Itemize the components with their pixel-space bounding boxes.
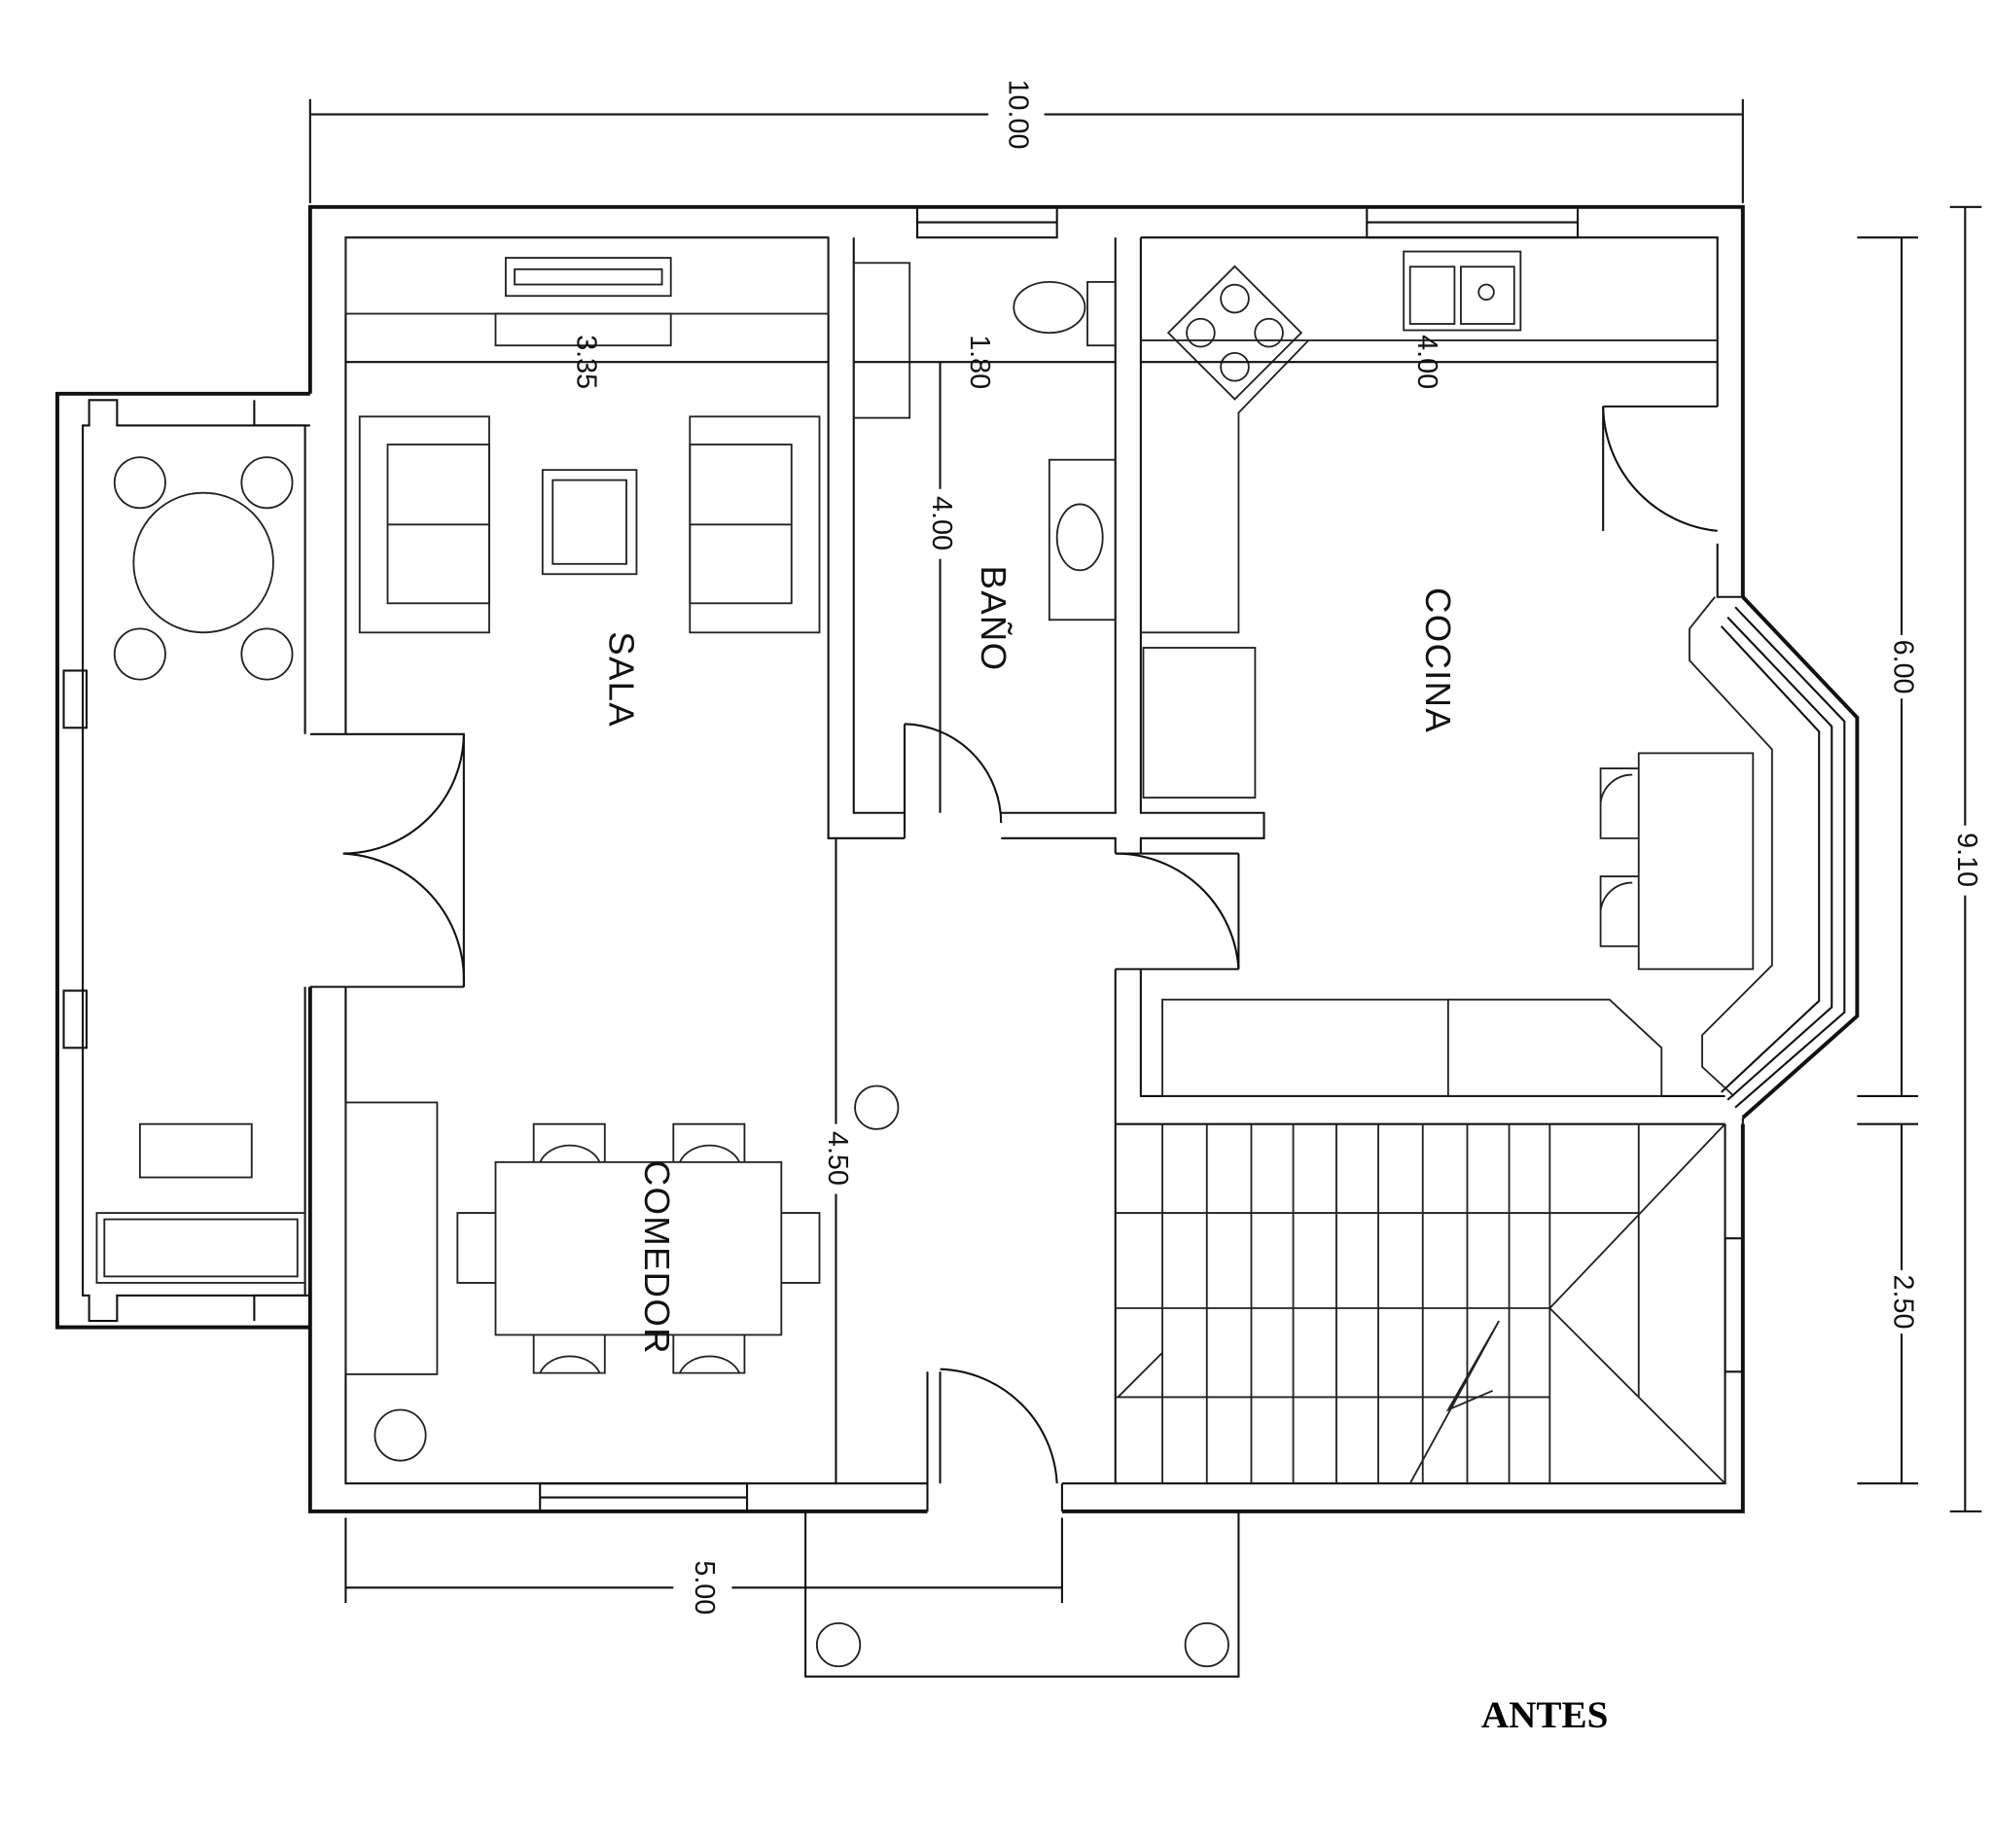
kitchen-table bbox=[1637, 752, 1755, 971]
dim-cocina-width: 4.00 bbox=[1411, 335, 1442, 389]
coffee-table bbox=[138, 1122, 253, 1179]
door-bano[interactable] bbox=[904, 723, 1003, 824]
door-entrance[interactable] bbox=[940, 1368, 1058, 1484]
plan-title: ANTES bbox=[1481, 1694, 1609, 1736]
toilet-tank bbox=[1086, 280, 1117, 347]
bano-fixtures bbox=[852, 262, 1117, 622]
room-label-comedor: COMEDOR bbox=[637, 1160, 677, 1355]
cocina-furniture bbox=[1140, 250, 1773, 1097]
dim-right-lower: 2.50 bbox=[1887, 1275, 1918, 1330]
room-label-sala: SALA bbox=[602, 631, 642, 728]
dim-right-upper: 6.00 bbox=[1887, 640, 1918, 694]
dim-overall-depth: 9.10 bbox=[1951, 833, 1982, 887]
dimension-lines bbox=[308, 98, 1982, 1603]
kitchen-sink bbox=[1403, 250, 1522, 332]
comedor-furniture bbox=[344, 1084, 900, 1462]
room-label-cocina: COCINA bbox=[1418, 587, 1458, 733]
dim-bano-depth: 4.00 bbox=[926, 496, 957, 551]
bench bbox=[95, 1212, 306, 1284]
dim-comedor-depth: 4.50 bbox=[822, 1131, 853, 1186]
porch bbox=[804, 1510, 1240, 1678]
door-sala-terrace-upper[interactable] bbox=[342, 732, 465, 855]
round-table bbox=[132, 491, 274, 634]
exterior-walls bbox=[307, 204, 1860, 1513]
terrace bbox=[55, 391, 310, 1330]
dim-sala-width: 3.35 bbox=[570, 335, 601, 389]
room-label-bano: BAÑO bbox=[974, 566, 1014, 672]
dim-bottom-width: 5.00 bbox=[689, 1560, 720, 1615]
door-cocina[interactable] bbox=[1115, 852, 1240, 970]
dining-table bbox=[494, 1160, 783, 1336]
stove bbox=[1166, 265, 1303, 401]
coffee-table bbox=[541, 469, 638, 576]
sink bbox=[1055, 503, 1104, 572]
door-cocina-exterior[interactable] bbox=[1602, 406, 1718, 532]
toilet bbox=[1013, 280, 1086, 335]
staircase bbox=[1115, 1123, 1726, 1484]
dim-bano-width: 1.80 bbox=[964, 335, 995, 389]
refrigerator bbox=[1142, 647, 1257, 799]
dim-overall-width: 10.00 bbox=[1002, 80, 1033, 150]
sink-counter bbox=[1048, 458, 1117, 622]
sala-furniture bbox=[344, 236, 830, 634]
door-sala-terrace-lower[interactable] bbox=[342, 852, 466, 987]
interior-walls bbox=[342, 237, 1725, 1511]
